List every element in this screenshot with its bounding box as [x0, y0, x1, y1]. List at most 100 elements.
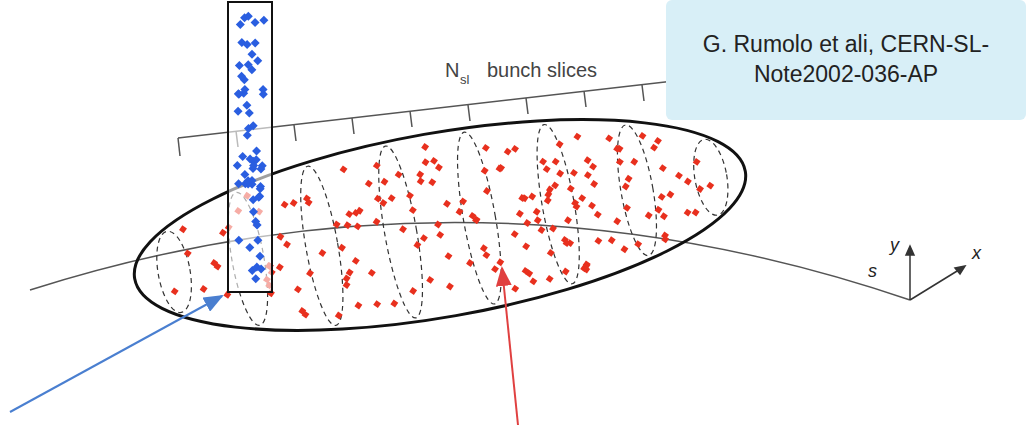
- particle: [354, 301, 363, 310]
- bunch-slice: [151, 229, 197, 316]
- particle: [242, 101, 251, 110]
- particle: [170, 287, 179, 296]
- particle: [542, 165, 551, 174]
- particle: [634, 239, 643, 248]
- particle: [243, 131, 252, 140]
- particle: [373, 300, 382, 309]
- particle: [444, 251, 453, 260]
- particle: [351, 256, 360, 265]
- bunch-slice: [610, 122, 665, 258]
- particle: [496, 258, 505, 267]
- diagram-label: y: [890, 236, 899, 254]
- particle: [275, 263, 284, 272]
- electron-cloud: [228, 2, 272, 292]
- particle: [515, 209, 524, 218]
- particle: [247, 65, 256, 74]
- particle: [624, 174, 633, 183]
- particle: [233, 161, 242, 170]
- particle: [563, 216, 572, 225]
- particle: [521, 266, 530, 275]
- particle: [691, 208, 700, 217]
- particle: [343, 221, 352, 230]
- particle: [480, 166, 489, 175]
- particle: [416, 177, 425, 186]
- particle: [588, 162, 597, 171]
- diagram-label: x: [972, 244, 981, 262]
- particle: [390, 299, 399, 308]
- bunch-slice: [292, 163, 352, 328]
- particle: [511, 284, 520, 293]
- particle: [538, 157, 547, 166]
- particle: [178, 225, 187, 234]
- particle: [658, 164, 667, 173]
- particle: [455, 207, 464, 216]
- particle: [339, 165, 348, 174]
- particle: [234, 89, 243, 98]
- particle: [334, 311, 343, 320]
- particle: [337, 243, 346, 252]
- particle: [503, 147, 512, 156]
- particle: [683, 177, 692, 186]
- particle: [238, 152, 247, 161]
- particle: [257, 264, 266, 273]
- particle: [246, 154, 255, 163]
- particle: [706, 181, 715, 190]
- bunch-slice: [528, 122, 588, 287]
- particle: [496, 163, 505, 172]
- particle: [583, 156, 592, 165]
- particle: [479, 244, 488, 253]
- particle: [413, 240, 422, 249]
- particle: [695, 184, 704, 193]
- particle: [442, 199, 451, 208]
- particle: [674, 171, 683, 180]
- particle: [583, 171, 592, 180]
- particle: [183, 249, 192, 258]
- particle: [593, 210, 602, 219]
- particle: [419, 233, 428, 242]
- particle: [353, 222, 362, 231]
- particle: [249, 207, 258, 216]
- particle: [249, 121, 258, 130]
- particle: [305, 269, 314, 278]
- particle: [282, 240, 291, 249]
- particle: [304, 198, 313, 207]
- particle: [615, 157, 624, 166]
- particle: [234, 236, 243, 245]
- particle: [426, 275, 435, 284]
- particle: [255, 252, 264, 261]
- particle: [653, 136, 662, 145]
- particle: [578, 193, 587, 202]
- particle: [546, 248, 555, 257]
- reference-box: G. Rumolo et ali, CERN-SL-Note2002-036-A…: [666, 0, 1026, 120]
- particle: [256, 184, 265, 193]
- particle: [240, 85, 249, 94]
- particle: [582, 265, 591, 274]
- particle: [482, 186, 491, 195]
- particle: [613, 144, 622, 153]
- particle: [622, 203, 631, 212]
- particle: [259, 16, 268, 25]
- particle: [253, 56, 262, 65]
- particle: [429, 156, 438, 165]
- particle: [252, 147, 261, 156]
- particle: [421, 158, 430, 167]
- particle: [638, 131, 647, 140]
- particle: [243, 40, 252, 49]
- particle: [649, 143, 658, 152]
- particle: [537, 225, 546, 234]
- particle: [434, 163, 443, 172]
- particle: [244, 176, 253, 185]
- particle: [533, 216, 542, 225]
- particle: [398, 225, 407, 234]
- particle: [367, 268, 376, 277]
- diagram-label: sl: [460, 73, 469, 86]
- particle: [657, 192, 666, 201]
- particle: [234, 90, 243, 99]
- particle: [253, 236, 262, 245]
- diagram-label: s: [868, 262, 877, 280]
- particle: [659, 212, 668, 221]
- particle: [199, 284, 208, 293]
- particle: [237, 72, 246, 81]
- particle: [529, 277, 538, 286]
- particle: [562, 238, 571, 247]
